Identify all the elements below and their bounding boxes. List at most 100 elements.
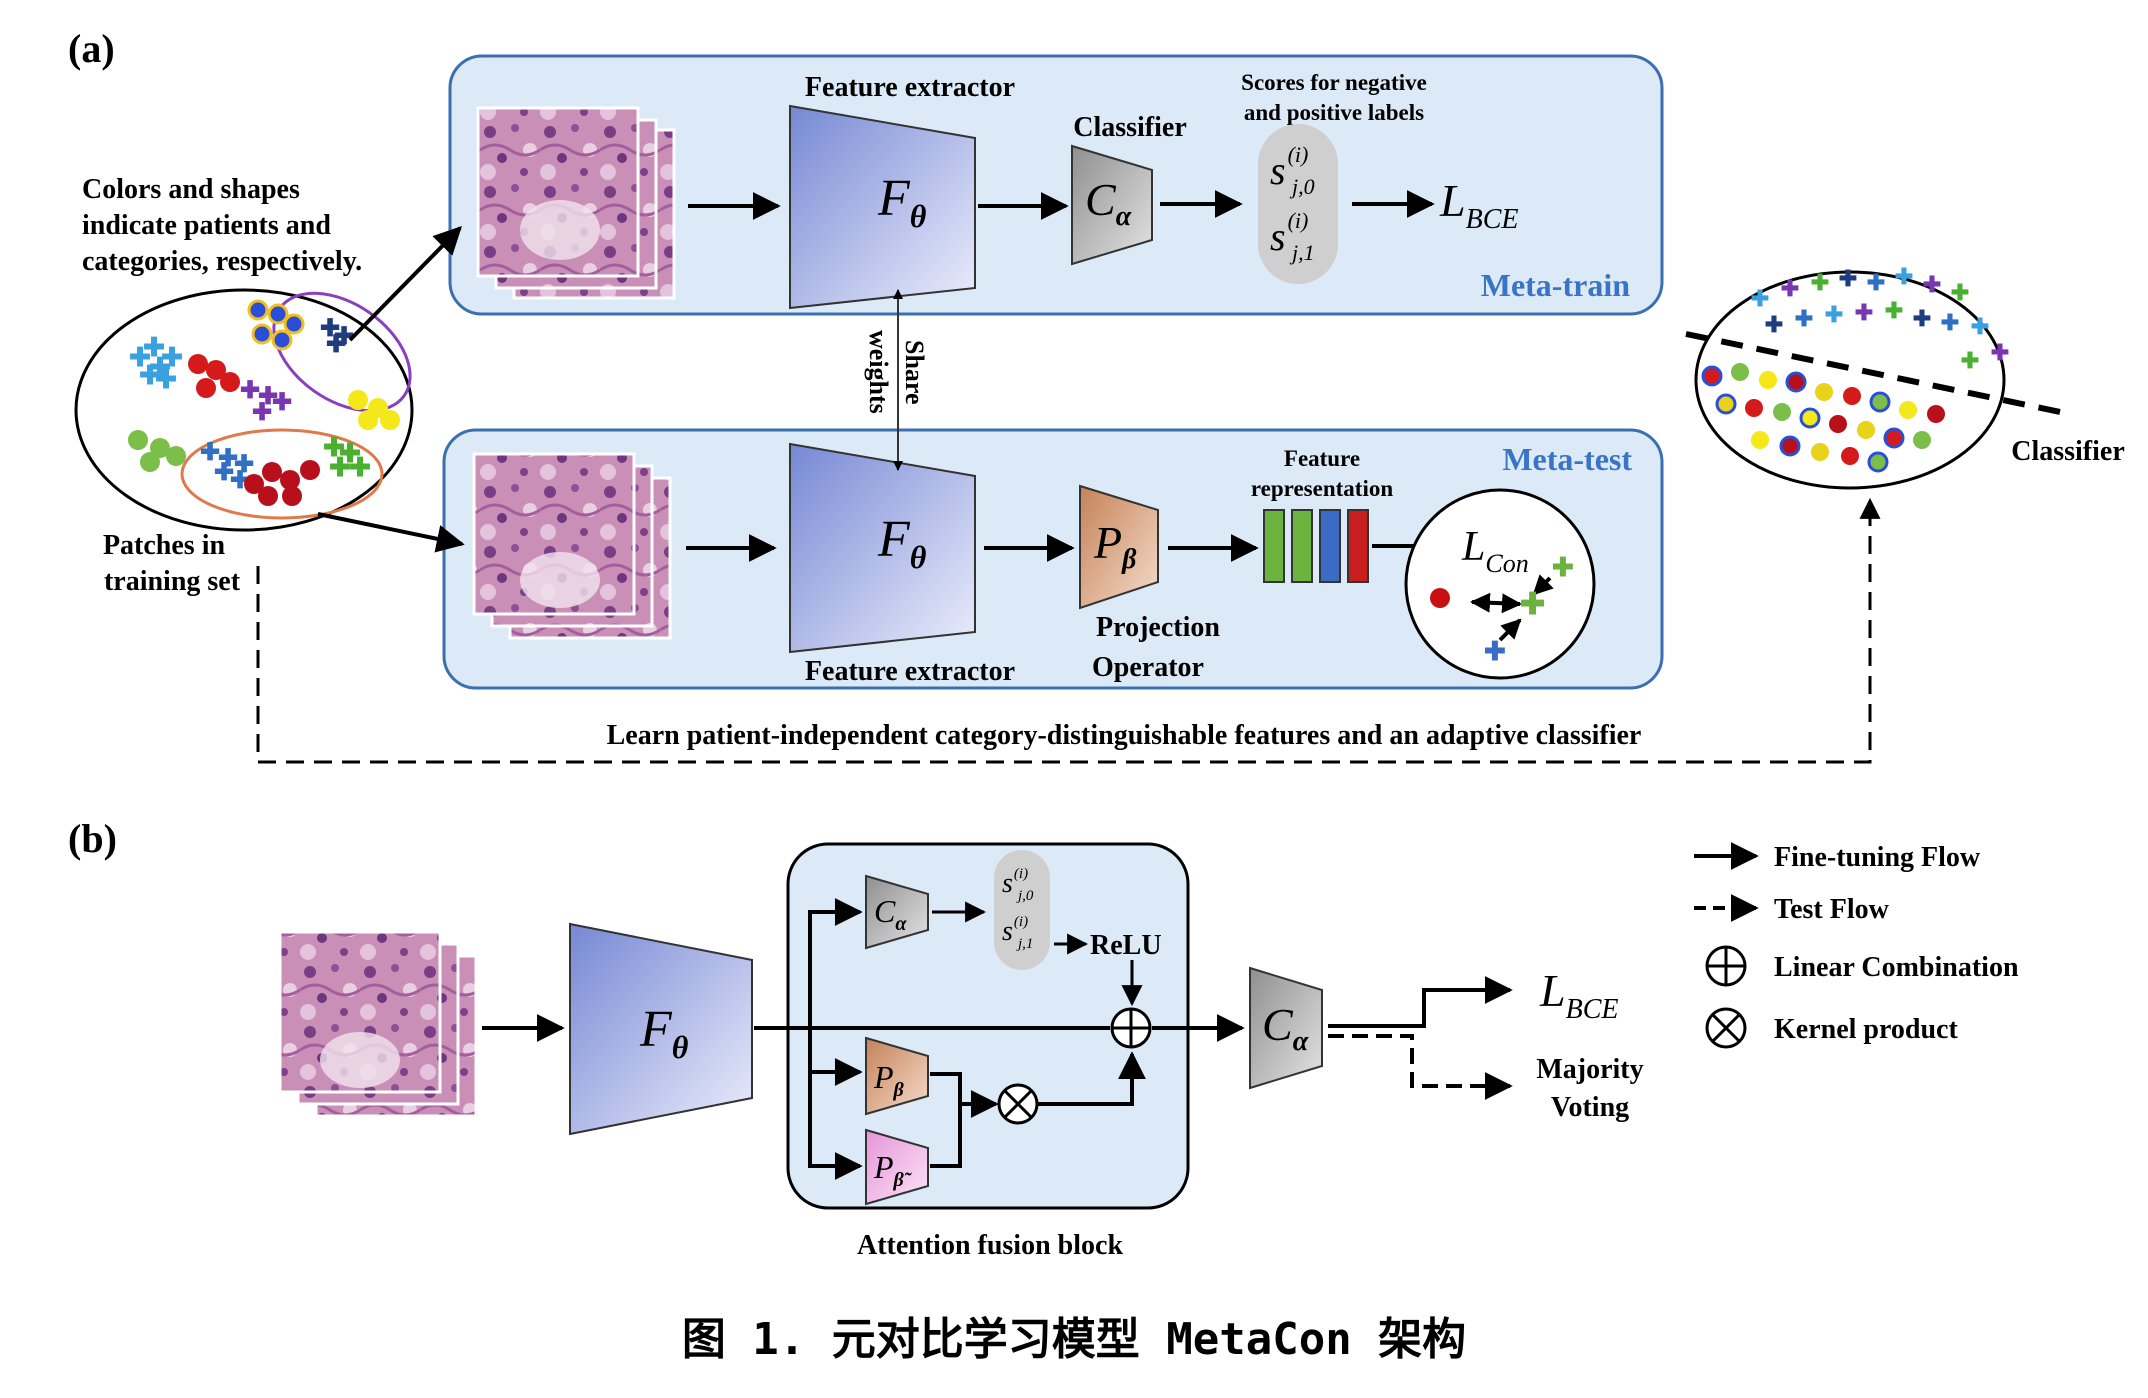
contrastive-anchor-point: ✚ bbox=[1520, 588, 1545, 621]
classifier-dot bbox=[1899, 401, 1917, 419]
classifier-cross: ✚ bbox=[1885, 298, 1903, 323]
classifier-dot bbox=[1751, 431, 1769, 449]
meta-train-loss: LBCE bbox=[1439, 175, 1518, 235]
sample-cross: ✚ bbox=[326, 332, 346, 358]
sample-dot bbox=[358, 410, 378, 430]
classifier-cross: ✚ bbox=[1867, 270, 1885, 295]
sample-dot bbox=[283, 313, 305, 335]
sample-cross: ✚ bbox=[139, 361, 161, 390]
meta-train-classifier bbox=[1071, 144, 1153, 266]
score-top: s(i) bbox=[1270, 142, 1308, 193]
classifier-cross: ✚ bbox=[1961, 348, 1979, 373]
classifier-cross: ✚ bbox=[1971, 314, 1989, 339]
classifier-cross: ✚ bbox=[1991, 340, 2009, 365]
classifier-dot bbox=[1829, 415, 1847, 433]
sample-dot bbox=[271, 329, 293, 351]
contrastive-blue-point: ✚ bbox=[1484, 637, 1506, 666]
panel-b-projection bbox=[865, 1036, 929, 1116]
feature-rep-line1: Feature bbox=[1284, 446, 1360, 471]
sample-cross: ✚ bbox=[252, 400, 272, 426]
training-set-ellipse bbox=[74, 288, 414, 532]
classifier-dot bbox=[1779, 435, 1801, 457]
share-weights-line1: Share bbox=[900, 340, 929, 405]
classifier-cross: ✚ bbox=[1781, 276, 1799, 301]
legend-text-line1: Colors and shapes bbox=[82, 174, 300, 205]
sample-dot bbox=[220, 372, 240, 392]
decision-boundary bbox=[1685, 331, 2071, 417]
sample-cross: ✚ bbox=[161, 343, 183, 372]
classifier-dot bbox=[1857, 421, 1875, 439]
score-top-sub: j,0 bbox=[1289, 174, 1315, 199]
sample-dot bbox=[247, 299, 269, 321]
classifier-dot bbox=[1811, 443, 1829, 461]
panel-b-scores-pill bbox=[994, 850, 1050, 970]
legend-fine-tuning-label: Fine-tuning Flow bbox=[1774, 842, 1981, 873]
meta-train-title: Meta-train bbox=[1481, 267, 1630, 303]
sample-cross: ✚ bbox=[149, 353, 171, 382]
patches-label-line1: Patches in bbox=[103, 530, 226, 561]
share-weights-line2: weights bbox=[864, 330, 893, 414]
attention-fusion-label: Attention fusion block bbox=[857, 1230, 1123, 1261]
meta-test-title: Meta-test bbox=[1502, 441, 1632, 477]
output-to-voting bbox=[1328, 1034, 1513, 1100]
classifier-dot bbox=[1785, 371, 1807, 393]
meta-test-loss: LCon bbox=[1461, 524, 1529, 578]
classifier-cross: ✚ bbox=[1795, 306, 1813, 331]
sample-dot bbox=[244, 474, 264, 494]
classifier-dot bbox=[1843, 387, 1861, 405]
panel-b-legend: Fine-tuning Flow Test Flow Linear Combin… bbox=[1694, 842, 2019, 1049]
classifier-cross: ✚ bbox=[1913, 306, 1931, 331]
meta-train-scores-pill bbox=[1258, 124, 1338, 284]
sample-cross: ✚ bbox=[214, 460, 234, 486]
classifier-cross: ✚ bbox=[1811, 270, 1829, 295]
dashed-learning-loop bbox=[256, 497, 1881, 764]
projection-tilde-to-kernel bbox=[930, 1104, 962, 1168]
panel-b-feature-extractor bbox=[569, 922, 753, 1136]
classifier-cross: ✚ bbox=[1751, 286, 1769, 311]
meta-train-patch-stack bbox=[476, 106, 676, 300]
panel-b-output-classifier-symbol: Cα bbox=[1262, 999, 1309, 1057]
relu-label: ReLU bbox=[1090, 930, 1162, 961]
legend-linear-icon bbox=[1705, 945, 1747, 987]
panel-b-score-top: s(i) bbox=[1002, 866, 1028, 899]
contrastive-attract-arrow-1 bbox=[1532, 574, 1554, 596]
output-to-lbce bbox=[1328, 976, 1513, 1028]
sample-cross: ✚ bbox=[218, 446, 238, 472]
classifier-dot bbox=[1815, 383, 1833, 401]
sample-dot bbox=[258, 486, 278, 506]
legend-test-label: Test Flow bbox=[1774, 894, 1890, 925]
classifier-dot bbox=[1731, 363, 1749, 381]
projection-label-line1: Projection bbox=[1096, 612, 1220, 643]
sample-cross: ✚ bbox=[200, 440, 220, 466]
sample-dot bbox=[150, 438, 170, 458]
sample-dot bbox=[300, 460, 320, 480]
meta-test-extractor-symbol: Fθ bbox=[877, 511, 927, 575]
classifier-dot bbox=[1869, 391, 1891, 413]
classifier-cross: ✚ bbox=[1941, 310, 1959, 335]
training-set-samples: ✚✚✚✚✚✚✚✚✚✚✚✚✚✚✚✚✚✚✚✚✚✚ bbox=[128, 299, 400, 506]
inner-classifier-symbol: Cα bbox=[874, 893, 907, 935]
legend-text-line3: categories, respectively. bbox=[82, 246, 362, 277]
panel-b-label: (b) bbox=[68, 816, 117, 861]
legend-kernel-label: Kernel product bbox=[1774, 1014, 1958, 1045]
classifier-dot bbox=[1701, 365, 1723, 387]
panel-b-extractor-symbol: Fθ bbox=[639, 1001, 689, 1065]
classifier-dot bbox=[1841, 447, 1859, 465]
classifier-cross: ✚ bbox=[1765, 312, 1783, 337]
contrastive-negative-point bbox=[1430, 588, 1450, 608]
sample-dot bbox=[166, 446, 186, 466]
projection-label-line2: Operator bbox=[1092, 652, 1204, 683]
legend-text-line2: indicate patients and bbox=[82, 210, 331, 241]
contrastive-attract-arrow-2 bbox=[1498, 618, 1522, 642]
classifier-result-samples: ✚✚✚✚✚✚✚✚✚✚✚✚✚✚✚✚✚✚ bbox=[1701, 264, 2009, 473]
sample-cross: ✚ bbox=[129, 343, 151, 372]
branch-to-projection-tilde bbox=[808, 1072, 863, 1180]
contrastive-repel-arrow bbox=[1470, 592, 1522, 614]
linear-combination-node bbox=[1110, 1007, 1152, 1049]
score-bottom-sub: j,1 bbox=[1289, 240, 1315, 265]
classifier-cross: ✚ bbox=[1825, 302, 1843, 327]
legend-kernel-icon bbox=[1705, 1007, 1747, 1049]
classifier-cross: ✚ bbox=[1895, 264, 1913, 289]
panel-b-score-bottom-sub: j,1 bbox=[1016, 936, 1033, 952]
